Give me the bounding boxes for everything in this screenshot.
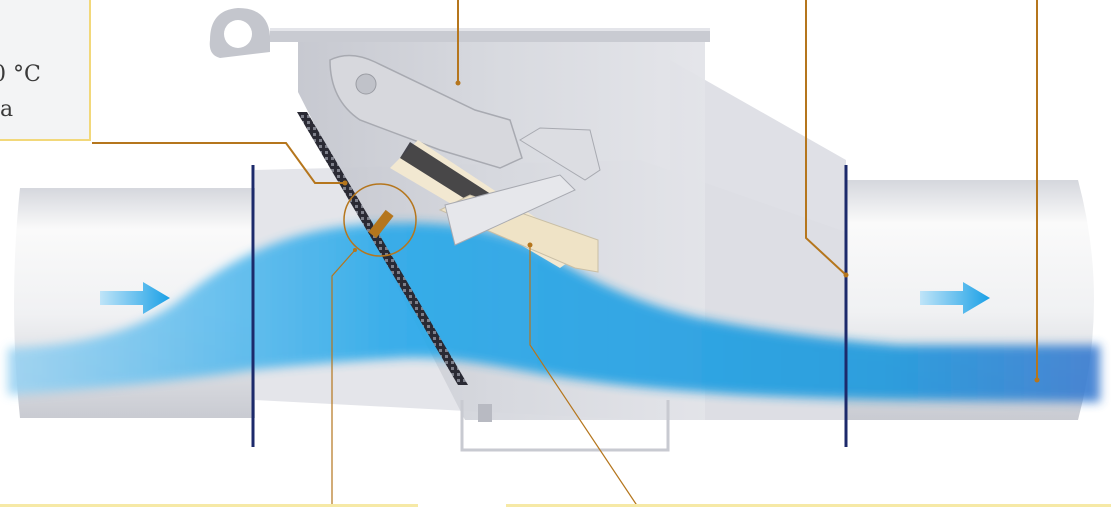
top-flange xyxy=(270,30,710,42)
water-flow xyxy=(8,222,1100,402)
base-bracket xyxy=(460,400,670,452)
outlet-arrow-icon xyxy=(920,282,990,314)
damper-mechanism xyxy=(329,54,601,273)
bottom-callout-edge-left xyxy=(0,504,418,507)
callout-temperature-text: 0 °C xyxy=(0,62,41,87)
leader-plate xyxy=(92,142,345,184)
lever xyxy=(368,209,394,239)
detail-circle xyxy=(343,183,417,257)
leader-lines xyxy=(92,0,1038,380)
spec-callout-box: 0 °C a xyxy=(0,0,91,141)
lifting-eye-icon xyxy=(209,8,270,58)
callout-second-text: a xyxy=(0,97,14,122)
leader-damper xyxy=(529,245,639,508)
leader-detail xyxy=(331,249,356,507)
bottom-callout-edge-right xyxy=(506,504,1111,507)
leader-outlet-flange xyxy=(805,0,847,276)
inlet-arrow-icon xyxy=(100,282,170,314)
perforated-plate xyxy=(297,112,468,385)
